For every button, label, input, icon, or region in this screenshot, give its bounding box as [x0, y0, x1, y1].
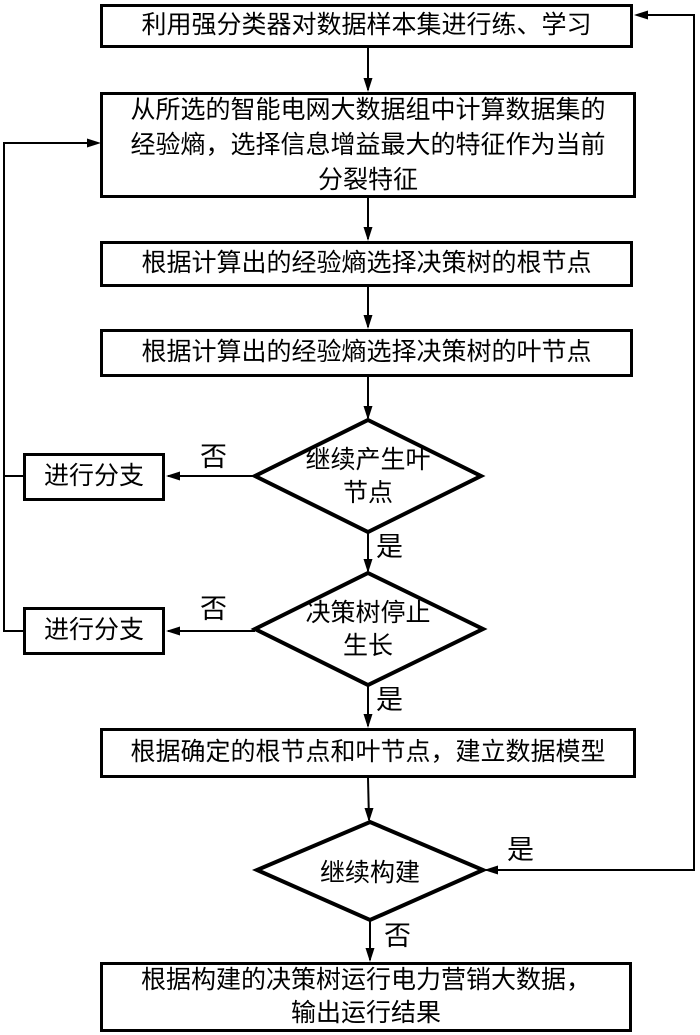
decision-stop-growth-line2: 生长 — [342, 633, 393, 660]
decision-diamond-continue-leaf — [250, 417, 486, 535]
arrowhead-into-entropy-top — [363, 78, 373, 92]
arrowhead-into-branch1 — [166, 471, 180, 481]
node-select-root: 根据计算出的经验熵选择决策树的根节点 — [100, 241, 633, 287]
arrowhead-into-decision2 — [363, 559, 373, 573]
decision-diamond-continue-build — [251, 819, 489, 923]
node-run-output-line2: 输出运行结果 — [290, 1000, 441, 1027]
arrowheads — [87, 10, 648, 962]
node-train: 利用强分类器对数据样本集进行练、学习 — [100, 4, 633, 48]
node-compute-entropy: 从所选的智能电网大数据组中计算数据集的 经验熵，选择信息增益最大的特征作为当前 … — [100, 92, 636, 198]
feedback-left-branch2 — [3, 476, 23, 632]
node-compute-entropy-line3: 分裂特征 — [317, 166, 418, 194]
label-no-decision1: 否 — [199, 442, 228, 472]
feedback-right-loop — [486, 14, 695, 871]
decision-continue-leaf-line1: 继续产生叶 — [305, 447, 431, 474]
feedback-left-branch1 — [3, 142, 96, 477]
arrowhead-into-root — [363, 227, 373, 241]
node-compute-entropy-line2: 经验熵，选择信息增益最大的特征作为当前 — [130, 131, 606, 159]
decision-continue-leaf-line2: 节点 — [342, 480, 393, 507]
node-select-root-label: 根据计算出的经验熵选择决策树的根节点 — [141, 250, 592, 277]
label-no-decision2: 否 — [199, 594, 228, 624]
label-yes-decision3: 是 — [506, 835, 535, 865]
arrowhead-into-train-right — [634, 10, 648, 20]
arrowhead-into-decision3 — [364, 808, 374, 822]
node-build-model: 根据确定的根节点和叶节点，建立数据模型 — [100, 728, 636, 778]
node-branch-2: 进行分支 — [23, 607, 165, 655]
decision-stop-growth-line1: 决策树停止 — [305, 600, 431, 627]
node-branch-1: 进行分支 — [23, 453, 165, 501]
node-run-output: 根据构建的决策树运行电力营销大数据， 输出运行结果 — [100, 962, 632, 1032]
node-branch-1-label: 进行分支 — [43, 463, 144, 490]
node-train-label: 利用强分类器对数据样本集进行练、学习 — [141, 12, 592, 39]
label-yes-decision2: 是 — [375, 685, 404, 715]
arrowhead-into-run — [365, 948, 375, 962]
flow-lines — [3, 14, 695, 960]
arrowhead-into-branch2 — [166, 626, 180, 636]
node-run-output-line1: 根据构建的决策树运行电力营销大数据， — [140, 967, 591, 994]
decision-continue-build-text: 继续构建 — [270, 857, 470, 890]
node-compute-entropy-line1: 从所选的智能电网大数据组中计算数据集的 — [130, 96, 606, 124]
node-select-leaf-label: 根据计算出的经验熵选择决策树的叶节点 — [141, 339, 592, 366]
node-build-model-label: 根据确定的根节点和叶节点，建立数据模型 — [130, 739, 606, 766]
arrowhead-into-decision1 — [363, 406, 373, 420]
label-yes-decision1: 是 — [375, 532, 404, 562]
arrowhead-into-decision3-right — [484, 865, 498, 875]
decision-continue-leaf-text: 继续产生叶 节点 — [268, 444, 468, 510]
decision-diamond-stop-growth — [250, 570, 488, 688]
arrowhead-into-model — [363, 714, 373, 728]
decision-continue-build-label: 继续构建 — [319, 860, 420, 887]
node-select-leaf: 根据计算出的经验熵选择决策树的叶节点 — [100, 329, 633, 377]
decision-diamonds — [250, 417, 489, 923]
arrowhead-into-entropy-left — [87, 138, 101, 148]
decision-stop-growth-text: 决策树停止 生长 — [268, 597, 468, 663]
arrowhead-into-leaf — [363, 315, 373, 329]
node-branch-2-label: 进行分支 — [43, 617, 144, 644]
label-no-decision3: 否 — [383, 921, 412, 951]
